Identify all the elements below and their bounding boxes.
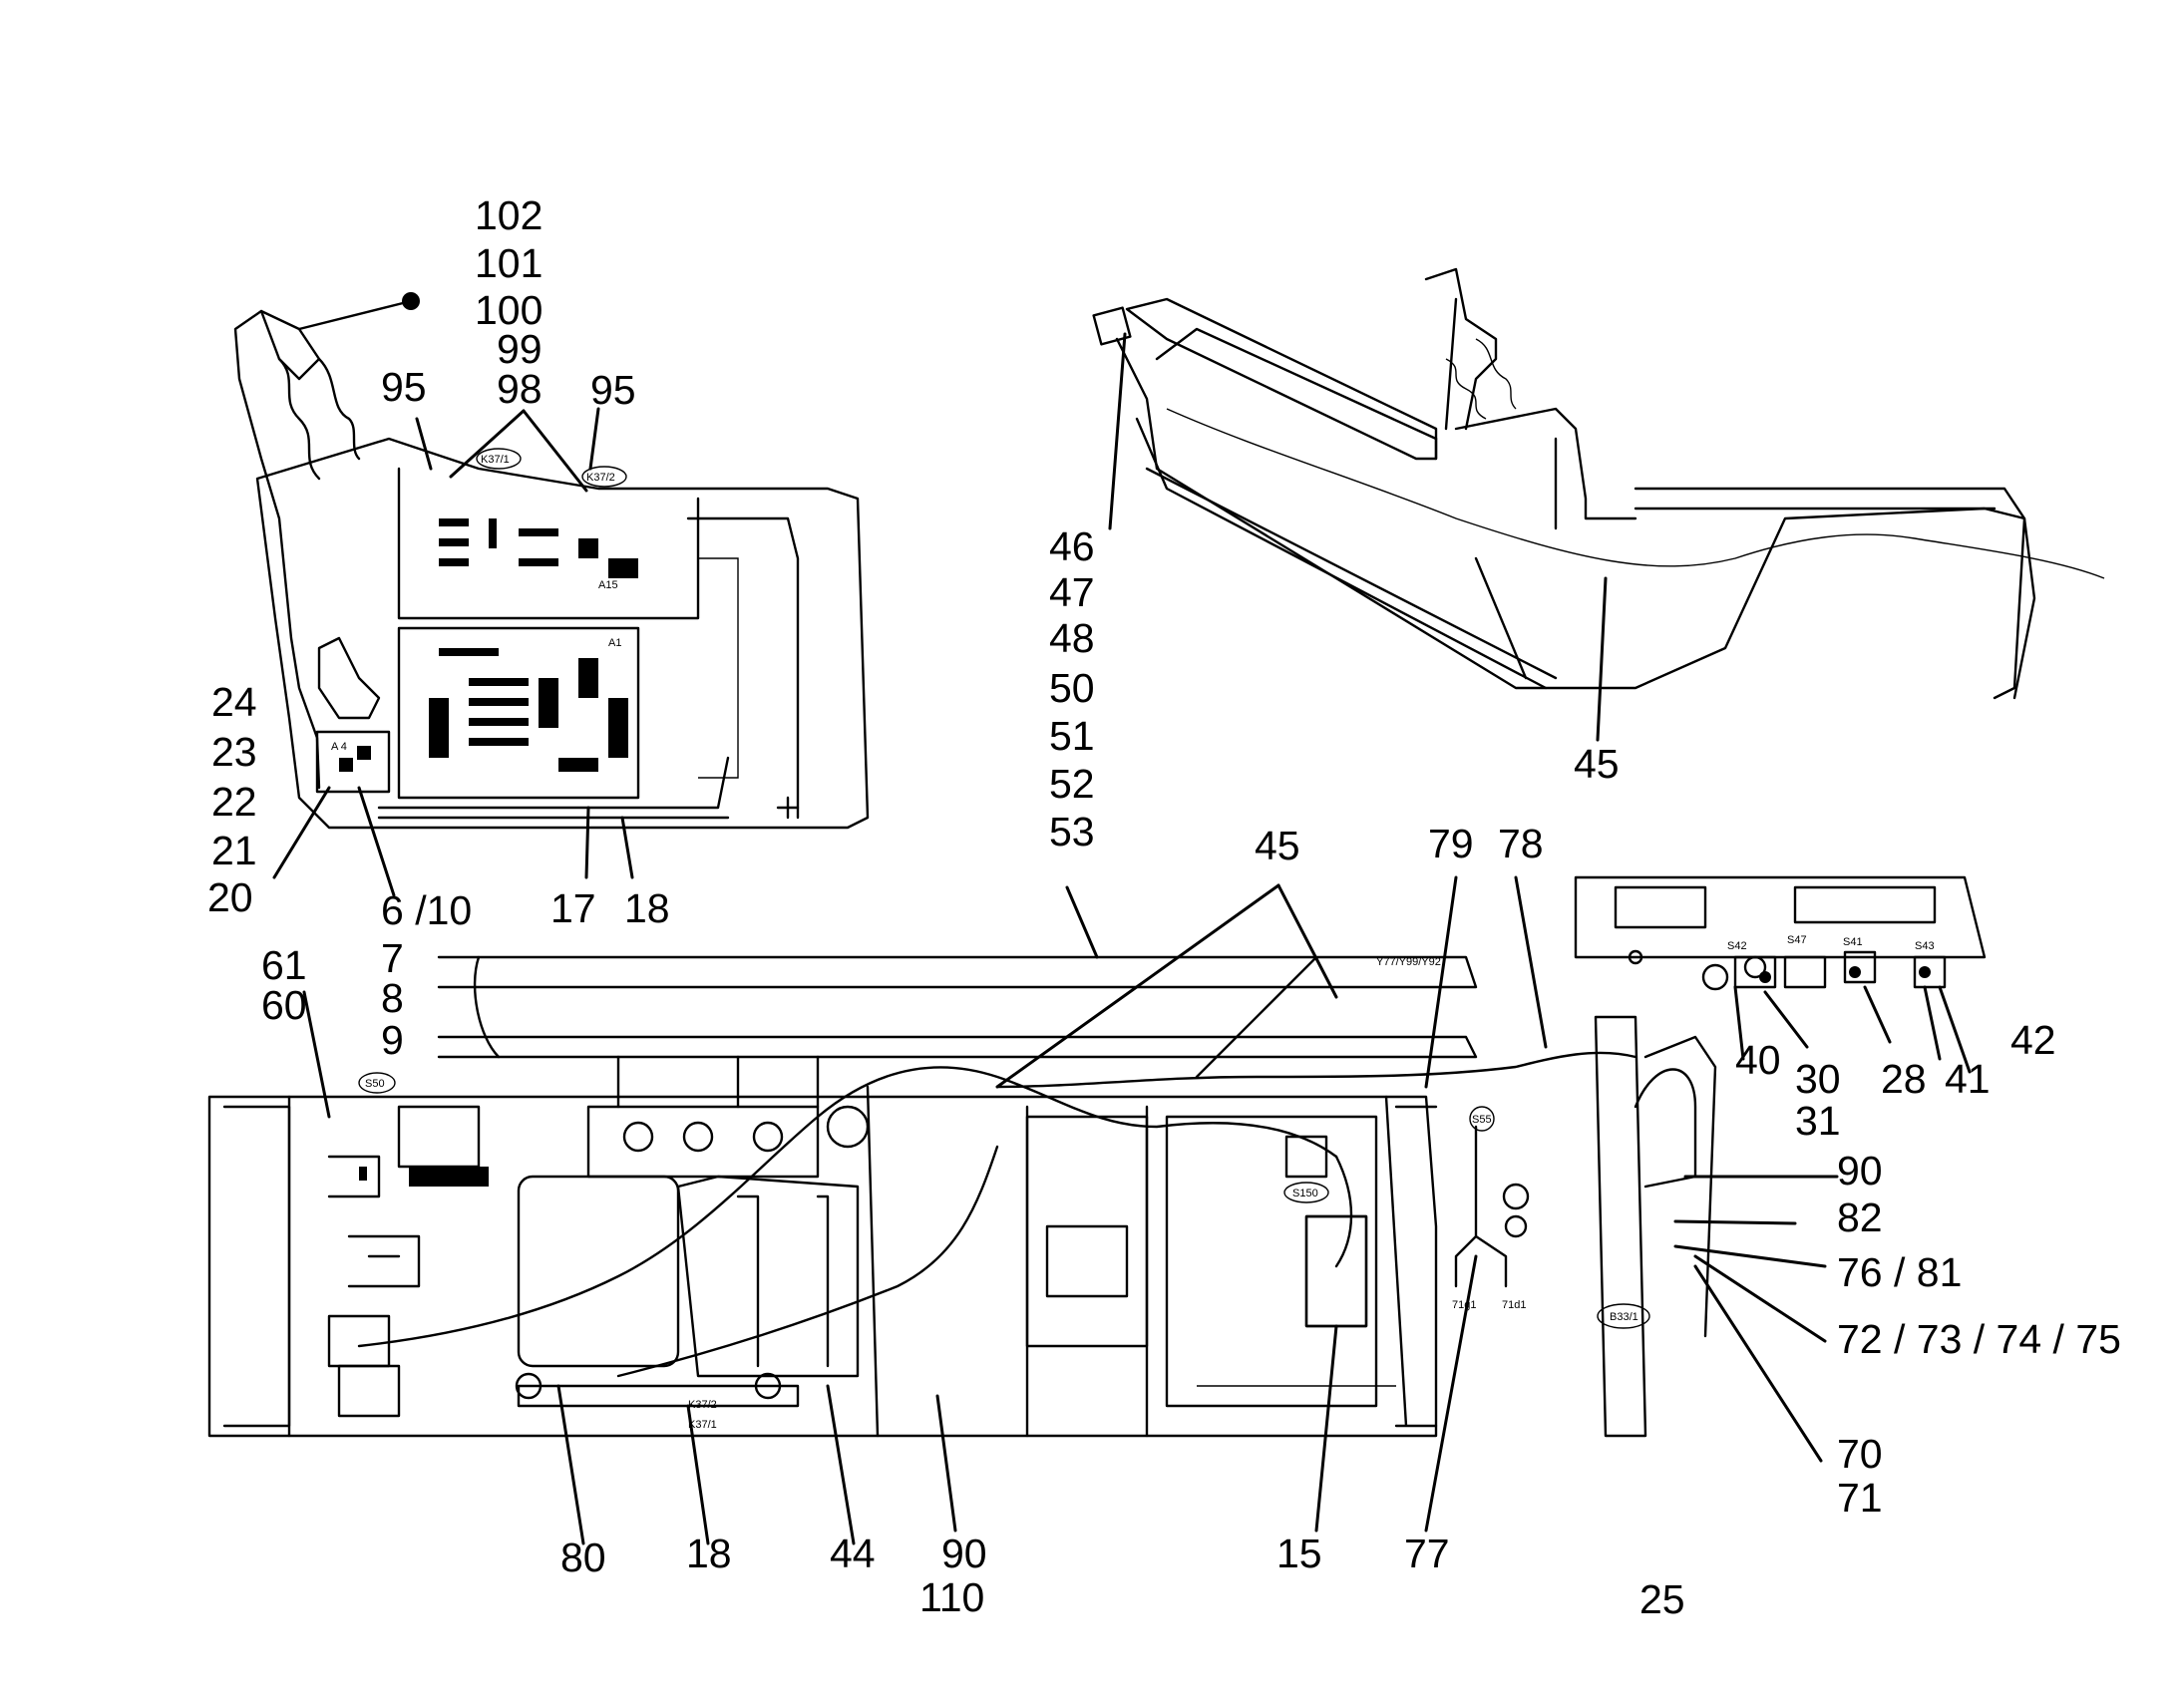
leaders-bottom: [302, 875, 1972, 1545]
callout-61: 61: [261, 942, 307, 988]
callout-18-top: 18: [624, 885, 670, 931]
callout-52: 52: [1049, 761, 1095, 807]
callout-20: 20: [207, 874, 253, 920]
circuit-board-icon: [429, 518, 638, 772]
callout-24: 24: [211, 679, 257, 725]
tag-s150: S150: [1292, 1188, 1318, 1199]
lever-knob-icon: [402, 292, 420, 310]
callout-110: 110: [919, 1574, 984, 1620]
callout-7: 7: [381, 935, 404, 981]
callout-71: 71: [1837, 1475, 1883, 1521]
callout-23: 23: [211, 729, 257, 775]
callout-44: 44: [830, 1531, 876, 1576]
callout-47: 47: [1049, 569, 1095, 615]
callout-53: 53: [1049, 809, 1095, 854]
tag-71g1: 71g1: [1452, 1299, 1476, 1311]
callout-78: 78: [1498, 821, 1544, 866]
callout-15: 15: [1276, 1531, 1322, 1576]
leaders-top-right: [1108, 332, 1608, 742]
tag-a1: A1: [608, 637, 621, 649]
callout-48: 48: [1049, 615, 1095, 661]
callout-95-left: 95: [381, 364, 427, 410]
callout-76-81: 76 / 81: [1837, 1249, 1962, 1295]
callout-45-top: 45: [1574, 741, 1620, 787]
control-box-assembly: A 4 A1 A15 K37/1 K37/2: [233, 292, 870, 830]
tag-s47: S47: [1787, 934, 1807, 946]
tag-y77: Y77/Y99/Y92: [1376, 956, 1441, 968]
callout-numbers: 102 101 100 99 98 95 95 24 23 22 21 20 6…: [207, 192, 2121, 1622]
callout-90-right: 90: [1837, 1148, 1883, 1194]
callout-60: 60: [261, 982, 307, 1028]
callout-50: 50: [1049, 665, 1095, 711]
tag-s50: S50: [365, 1078, 385, 1090]
callout-6-10: 6 /10: [381, 887, 472, 933]
callout-21: 21: [211, 828, 257, 873]
callout-72-75: 72 / 73 / 74 / 75: [1837, 1316, 2121, 1362]
callout-40: 40: [1735, 1037, 1781, 1083]
callout-25: 25: [1639, 1576, 1685, 1622]
callout-28: 28: [1881, 1056, 1927, 1102]
callout-77: 77: [1404, 1531, 1450, 1576]
callout-22: 22: [211, 779, 257, 825]
callout-18-bottom: 18: [686, 1531, 732, 1576]
callout-102: 102: [475, 192, 543, 238]
callout-90-bottom: 90: [941, 1531, 987, 1576]
callout-41: 41: [1945, 1056, 1991, 1102]
callout-99: 99: [497, 326, 543, 372]
tag-a15: A15: [598, 579, 618, 591]
callout-31: 31: [1795, 1098, 1841, 1144]
callout-95-right: 95: [590, 367, 636, 413]
callout-30: 30: [1795, 1056, 1841, 1102]
tag-71d1: 71d1: [1502, 1299, 1526, 1311]
tag-b33-1: B33/1: [1610, 1311, 1638, 1323]
callout-42: 42: [2010, 1017, 2056, 1063]
callout-101: 101: [475, 240, 543, 286]
tag-s55: S55: [1472, 1114, 1492, 1126]
callout-45-bottom: 45: [1255, 823, 1300, 868]
tag-s43: S43: [1915, 940, 1935, 952]
callout-98: 98: [497, 366, 543, 412]
leaders-top-left: [272, 407, 634, 897]
callout-70: 70: [1837, 1431, 1883, 1477]
callout-82: 82: [1837, 1195, 1883, 1240]
tag-s42: S42: [1727, 940, 1747, 952]
callout-79: 79: [1428, 821, 1474, 866]
callout-100: 100: [475, 287, 543, 333]
tag-a4: A 4: [331, 741, 347, 753]
callout-51: 51: [1049, 713, 1095, 759]
callout-9: 9: [381, 1017, 404, 1063]
callout-80: 80: [560, 1535, 606, 1580]
tag-k37-1-b: K37/1: [688, 1419, 717, 1431]
callout-8: 8: [381, 975, 404, 1021]
tag-s41: S41: [1843, 936, 1863, 948]
callout-17: 17: [550, 885, 596, 931]
callout-46: 46: [1049, 523, 1095, 569]
armrest-console: [1092, 267, 2105, 700]
tag-k37-1: K37/1: [481, 454, 510, 466]
main-chassis: S42 S47 S41 S43 B33/1 S150 S50 Y77/Y99/Y…: [207, 875, 1987, 1438]
tag-k37-2: K37/2: [586, 472, 615, 484]
tag-k37-2-b: K37/2: [688, 1399, 717, 1411]
